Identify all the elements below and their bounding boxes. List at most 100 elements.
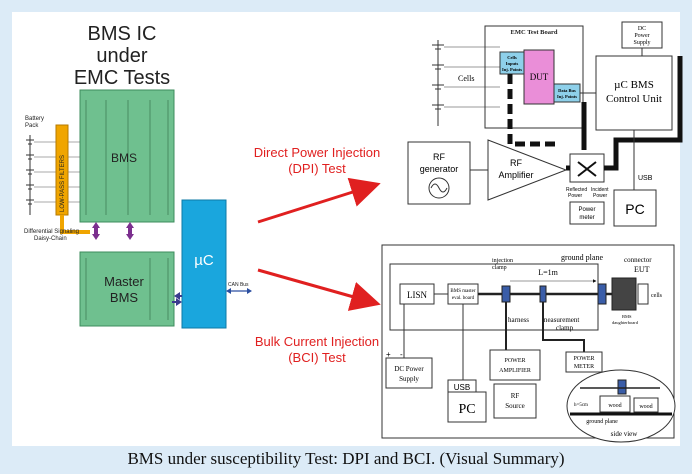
can-bus-arrow — [226, 288, 252, 294]
figure-caption: BMS under susceptibility Test: DPI and B… — [127, 449, 565, 468]
bms-master-line1: BMS master — [450, 289, 475, 294]
injection-clamp — [501, 285, 511, 303]
master-line2: BMS — [110, 290, 139, 305]
connector-label: connector — [624, 256, 652, 264]
databus-line1: Data Bus — [558, 88, 576, 93]
bms-chip-label: BMS — [111, 151, 137, 165]
daughter-line1: BMS — [622, 314, 632, 319]
bci-title-line2: (BCI) Test — [288, 350, 346, 365]
injection-line1: injection — [492, 258, 513, 264]
minus-sign: - — [400, 350, 403, 359]
lowpass-label: LOW-PASS FILTERS — [60, 155, 66, 212]
dut-label: DUT — [530, 72, 549, 82]
bci-cells-label: cells — [651, 293, 663, 299]
ground-plane-2: ground plane — [586, 419, 618, 425]
battery-pack-line2: Pack — [25, 123, 39, 129]
dpi-injection-path — [507, 74, 560, 147]
dpi-cells-stack — [432, 40, 444, 126]
eut-block — [611, 277, 637, 311]
uc-label: µC — [194, 252, 214, 269]
wood-block-1 — [599, 395, 631, 413]
master-line1: Master — [104, 274, 144, 289]
bms-cu-line1: µC BMS — [614, 79, 654, 91]
power-amplifier — [489, 349, 541, 381]
h-label: h=5cm — [574, 403, 588, 408]
emc-board-label: EMC Test Board — [511, 29, 558, 36]
dc-supply-dpi — [621, 21, 663, 49]
rf-gen-line2: generator — [420, 164, 459, 174]
side-eut — [617, 379, 627, 395]
dc-bci-line1: DC Power — [394, 365, 424, 373]
side-view-label: side view — [611, 430, 639, 438]
master-uc-link — [172, 292, 182, 306]
rf-source — [493, 383, 537, 419]
bms-chip — [79, 89, 175, 223]
eut-connector — [597, 283, 607, 305]
harness-label: harness — [508, 316, 529, 324]
wood-block-2 — [633, 397, 659, 413]
dc-supply-dpi-line2: Power — [634, 33, 649, 39]
dpi-cells-label: Cells — [458, 74, 474, 83]
uc-bms-control-unit — [595, 55, 673, 131]
cells-inj-line2: Inputs — [506, 61, 519, 66]
dc-bci-line2: Supply — [399, 375, 419, 383]
sine-wave — [430, 183, 448, 193]
bci-ground-plane: ground plane — [561, 253, 603, 262]
reflected-label: Reflected — [566, 187, 587, 193]
daisy-line2: Daisy-Chain — [34, 236, 67, 242]
lowpass-bracket — [60, 215, 90, 234]
pc-bci-label: PC — [458, 402, 475, 417]
plus-sign: + — [386, 350, 391, 359]
power-meter-bci-line2: METER — [574, 364, 594, 370]
meas-to-meter — [542, 302, 585, 352]
dc-supply-bci — [385, 357, 433, 389]
pc-bci — [447, 391, 487, 423]
incident-label: Incident — [591, 187, 609, 193]
power-meter-bci — [565, 351, 603, 373]
lisn-label: LISN — [407, 290, 428, 300]
power-amp-line2: AMPLIFIER — [499, 368, 531, 374]
rf-amplifier — [487, 139, 568, 201]
left-title-line2: under — [96, 45, 147, 67]
bci-title-line1: Bulk Current Injection — [255, 334, 379, 349]
wood1-label: wood — [608, 403, 621, 409]
databus-line2: Inj. Points — [557, 94, 577, 99]
battery-pack-line1: Battery — [25, 116, 44, 122]
bms-cu-line2: Control Unit — [606, 93, 662, 105]
dc-supply-dpi-line1: DC — [638, 26, 646, 32]
battery-cells — [26, 135, 34, 215]
dpi-title-line1: Direct Power Injection — [254, 145, 380, 160]
dut-block — [523, 49, 555, 105]
pc-dpi-label: PC — [625, 201, 644, 217]
wood2-label: wood — [639, 404, 652, 410]
rf-amp-line2: Amplifier — [498, 170, 533, 180]
bci-arrow — [257, 268, 381, 311]
power-label-2: Power — [593, 193, 608, 199]
daisy-line1: Differential Signaling — [24, 229, 79, 235]
power-meter-bci-line1: POWER — [574, 356, 595, 362]
daisy-chain-arrows — [92, 222, 134, 240]
bms-chip-pins — [85, 100, 169, 215]
measurement-line1: measurement — [542, 316, 579, 324]
power-meter-line2: meter — [579, 215, 594, 221]
master-chip-pins — [85, 258, 169, 320]
usb-label-bci: USB — [454, 383, 470, 392]
coupler-cross — [577, 161, 597, 177]
power-amp-line1: POWER — [505, 358, 526, 364]
rf-gen-line1: RF — [433, 152, 445, 162]
dpi-title-line2: (DPI) Test — [288, 161, 346, 176]
bms-master-board — [447, 283, 479, 305]
length-label: L=1m — [538, 268, 558, 277]
cells-inj-line3: Inj. Points — [502, 67, 522, 72]
dpi-arrow — [257, 177, 381, 224]
power-meter-dpi — [569, 201, 605, 225]
dpi-output-path — [566, 56, 683, 171]
rf-source-line2: Source — [505, 402, 524, 410]
left-title-line3: EMC Tests — [74, 67, 170, 89]
dpi-cell-wires — [444, 46, 500, 108]
injection-line2: clamp — [492, 265, 507, 271]
left-title-line1: BMS IC — [88, 23, 157, 45]
bms-master-line2: eval. board — [452, 296, 475, 301]
power-label-1: Power — [568, 193, 583, 199]
